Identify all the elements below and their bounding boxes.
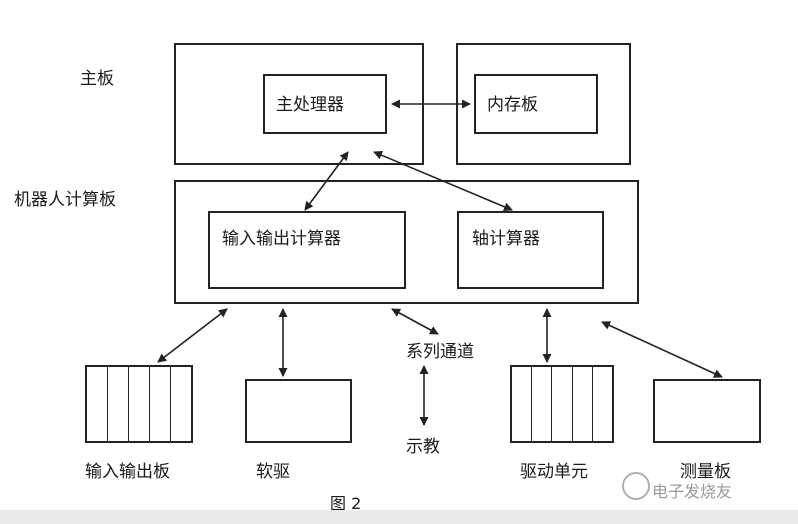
serial-channel-label: 系列通道 [406, 342, 474, 362]
io-board-box [85, 365, 193, 443]
memory-board-box [474, 74, 598, 134]
io-computer-label: 输入输出计算器 [222, 229, 341, 249]
floppy-box [245, 379, 352, 443]
measure-board-box [653, 379, 761, 443]
watermark-logo-icon [622, 472, 650, 500]
bottom-strip [0, 510, 798, 524]
io-board-label: 输入输出板 [85, 462, 170, 482]
arrow-io-computer-mainboard [304, 151, 349, 211]
watermark-text: 电子发烧友 [652, 482, 733, 501]
display-label: 示教 [406, 437, 440, 457]
drive-unit-label: 驱动单元 [520, 462, 588, 482]
arrow-measure-board [601, 321, 723, 378]
memory-board-label: 内存板 [487, 95, 538, 115]
arrow-axis-computer-mainboard [373, 150, 513, 212]
main-processor-box [263, 74, 387, 134]
io-computer-box [208, 211, 406, 289]
arrow-serial-channel [391, 308, 439, 335]
main-processor-label: 主处理器 [276, 95, 344, 115]
measure-board-label: 测量板 [680, 462, 731, 482]
arrow-io-board [157, 308, 228, 363]
mainboard-label: 主板 [80, 69, 114, 89]
floppy-label: 软驱 [256, 462, 290, 482]
axis-computer-label: 轴计算器 [472, 229, 540, 249]
axis-computer-box [457, 211, 604, 289]
robot-board-label: 机器人计算板 [14, 190, 116, 210]
figure-caption: 图 2 [330, 494, 362, 513]
drive-unit-box [510, 365, 614, 443]
